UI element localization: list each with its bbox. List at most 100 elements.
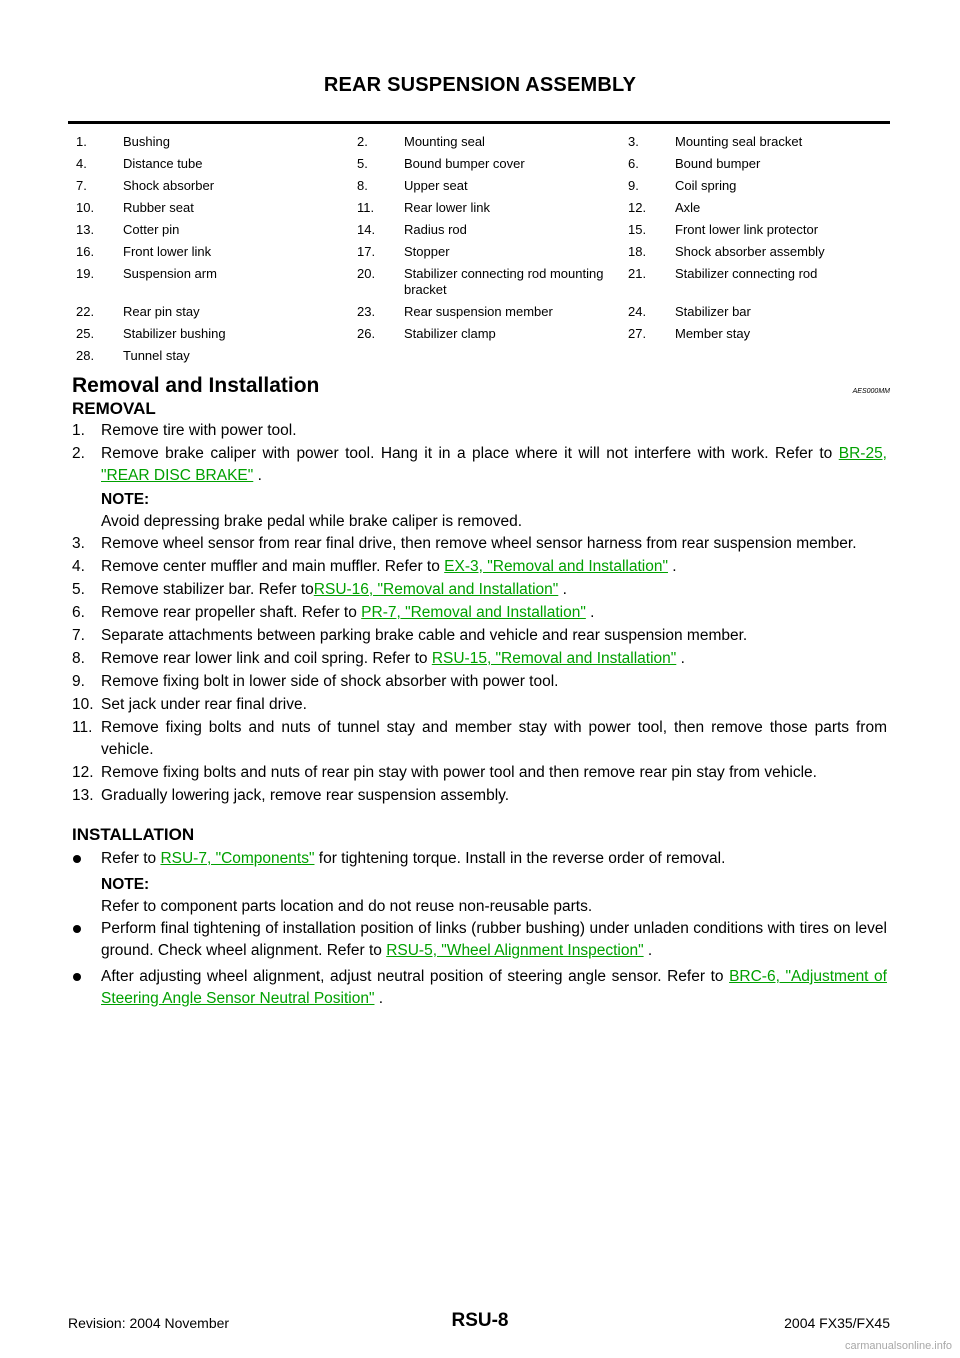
text: Remove tire with power tool.	[101, 422, 297, 439]
step-number: 3.	[72, 535, 85, 552]
bullet-icon	[73, 925, 81, 933]
removal-step: 6.Remove rear propeller shaft. Refer to …	[72, 602, 887, 624]
legend-label: Cotter pin	[123, 222, 180, 237]
legend-number: 2.	[357, 134, 368, 149]
legend-number: 1.	[76, 134, 87, 149]
cross-reference-link[interactable]: RSU-5, "Wheel Alignment Inspection"	[386, 942, 644, 959]
legend-number: 18.	[628, 244, 647, 259]
legend-label: Rear lower link	[404, 200, 490, 215]
legend-number: 5.	[357, 156, 368, 171]
removal-step: 3. Remove wheel sensor from rear final dr…	[72, 533, 887, 555]
text: Gradually lowering jack, remove rear sus…	[101, 787, 510, 804]
legend-number: 28.	[76, 348, 95, 363]
text: Remove stabilizer bar. Refer to	[101, 581, 314, 598]
text: Remove rear lower link and coil spring. …	[101, 650, 432, 667]
installation-bullet: After adjusting wheel alignment, adjust …	[72, 966, 887, 1010]
text: Remove fixing bolts and nuts of rear pin…	[101, 764, 817, 781]
legend-label: Stopper	[404, 244, 450, 259]
legend-number	[357, 348, 404, 370]
legend-number: 27.	[628, 326, 647, 341]
legend-label: Suspension arm	[123, 266, 217, 281]
legend-number: 25.	[76, 326, 95, 341]
step-number: 2.	[72, 445, 85, 462]
legend-number: 23.	[357, 304, 376, 319]
step-number: 8.	[72, 650, 85, 667]
cross-reference-link[interactable]: RSU-16, "Removal and Installation"	[313, 581, 559, 598]
legend-label: Shock absorber assembly	[675, 244, 825, 259]
step-number: 6.	[72, 604, 85, 621]
text: Remove rear propeller shaft. Refer to	[101, 604, 362, 621]
legend-label: Coil spring	[675, 178, 737, 193]
text: .	[667, 558, 677, 575]
text: After adjusting wheel alignment, adjust …	[101, 968, 730, 985]
legend-label: Front lower link	[123, 244, 212, 259]
note-text: Avoid depressing brake pedal while brake…	[101, 513, 523, 530]
text: Remove wheel sensor from rear final driv…	[101, 535, 857, 552]
title-divider	[68, 121, 890, 124]
bullet-icon	[73, 855, 81, 863]
removal-step: 2. Remove brake caliper with power tool. …	[72, 443, 887, 487]
legend-number: 10.	[76, 200, 95, 215]
legend-number: 21.	[628, 266, 647, 281]
text: .	[253, 467, 262, 484]
legend-number: 20.	[357, 266, 376, 281]
text: Remove fixing bolts and nuts of tunnel s…	[101, 719, 887, 758]
legend-label: Rear pin stay	[123, 304, 200, 319]
text: Remove center muffler and main muffler. …	[101, 558, 445, 575]
legend-label: Mounting seal	[404, 134, 485, 149]
legend-number: 12.	[628, 200, 647, 215]
text: .	[558, 581, 567, 598]
page-title: REAR SUSPENSION ASSEMBLY	[323, 74, 637, 96]
removal-steps: 1. Remove tire with power tool. 2. Remove b…	[72, 420, 887, 808]
legend-label: Bushing	[123, 134, 170, 149]
step-number: 12.	[72, 764, 94, 781]
legend-label: Stabilizer bushing	[123, 326, 226, 341]
legend-label: Rear suspension member	[404, 304, 553, 319]
text: Refer to	[101, 850, 161, 867]
removal-step: 10. Set jack under rear final drive.	[72, 694, 887, 716]
footer-model: 2004 FX35/FX45	[784, 1315, 890, 1331]
cross-reference-link[interactable]: RSU-7, "Components"	[160, 850, 315, 867]
text: .	[676, 650, 685, 667]
legend-label: Shock absorber	[123, 178, 215, 193]
removal-note: NOTE: Avoid depressing brake pedal while …	[72, 489, 887, 533]
legend-label: Stabilizer connecting rod mounting brack…	[404, 266, 604, 297]
text: Set jack under rear final drive.	[101, 696, 307, 713]
text: .	[643, 942, 653, 959]
removal-step: 11.Remove fixing bolts and nuts of tunne…	[72, 717, 887, 761]
legend-number: 9.	[628, 178, 639, 193]
removal-step: 5.Remove stabilizer bar. Refer toRSU-16,…	[72, 579, 887, 601]
footer-page-number: RSU-8	[451, 1310, 509, 1331]
text: Perform final tightening of installation…	[101, 920, 887, 959]
installation-heading: INSTALLATION	[72, 825, 195, 844]
cross-reference-link[interactable]: RSU-15, "Removal and Installation"	[431, 650, 677, 667]
installation-bullets: Refer to RSU-7, "Components" for tighten…	[72, 848, 887, 1014]
legend-row: 28.Tunnel stay	[76, 348, 890, 370]
cross-reference-link[interactable]: EX-3, "Removal and Installation"	[444, 558, 668, 575]
cross-reference-link[interactable]: BRC-6, "Adjustment of Steering Angle Sen…	[101, 968, 887, 1007]
step-number: 1.	[72, 422, 85, 439]
installation-bullet: Perform final tightening of installation…	[72, 918, 887, 962]
footer-revision: Revision: 2004 November	[68, 1315, 230, 1331]
legend-number: 15.	[628, 222, 647, 237]
text: Remove brake caliper with power tool. Ha…	[101, 445, 839, 462]
legend-number: 8.	[357, 178, 368, 193]
removal-step: 9.Remove fixing bolt in lower side of sh…	[72, 671, 887, 693]
removal-step: 7.Separate attachments between parking b…	[72, 625, 887, 647]
legend-number: 13.	[76, 222, 95, 237]
text: Remove fixing bolt in lower side of shoc…	[101, 673, 559, 690]
cross-reference-link[interactable]: BR-25, "REAR DISC BRAKE"	[101, 445, 887, 484]
note-heading: NOTE:	[101, 491, 150, 508]
cross-reference-link[interactable]: PR-7, "Removal and Installation"	[361, 604, 586, 621]
legend-label: Front lower link protector	[675, 222, 819, 237]
step-number: 10.	[72, 696, 94, 713]
legend-label: Radius rod	[404, 222, 467, 237]
legend-label: Rubber seat	[123, 200, 194, 215]
removal-step: 13.Gradually lowering jack, remove rear …	[72, 785, 887, 807]
installation-note: NOTE:Refer to component parts location a…	[72, 874, 887, 918]
removal-step: 1. Remove tire with power tool.	[72, 420, 887, 442]
removal-step: 8. Remove rear lower link and coil spring…	[72, 648, 887, 670]
